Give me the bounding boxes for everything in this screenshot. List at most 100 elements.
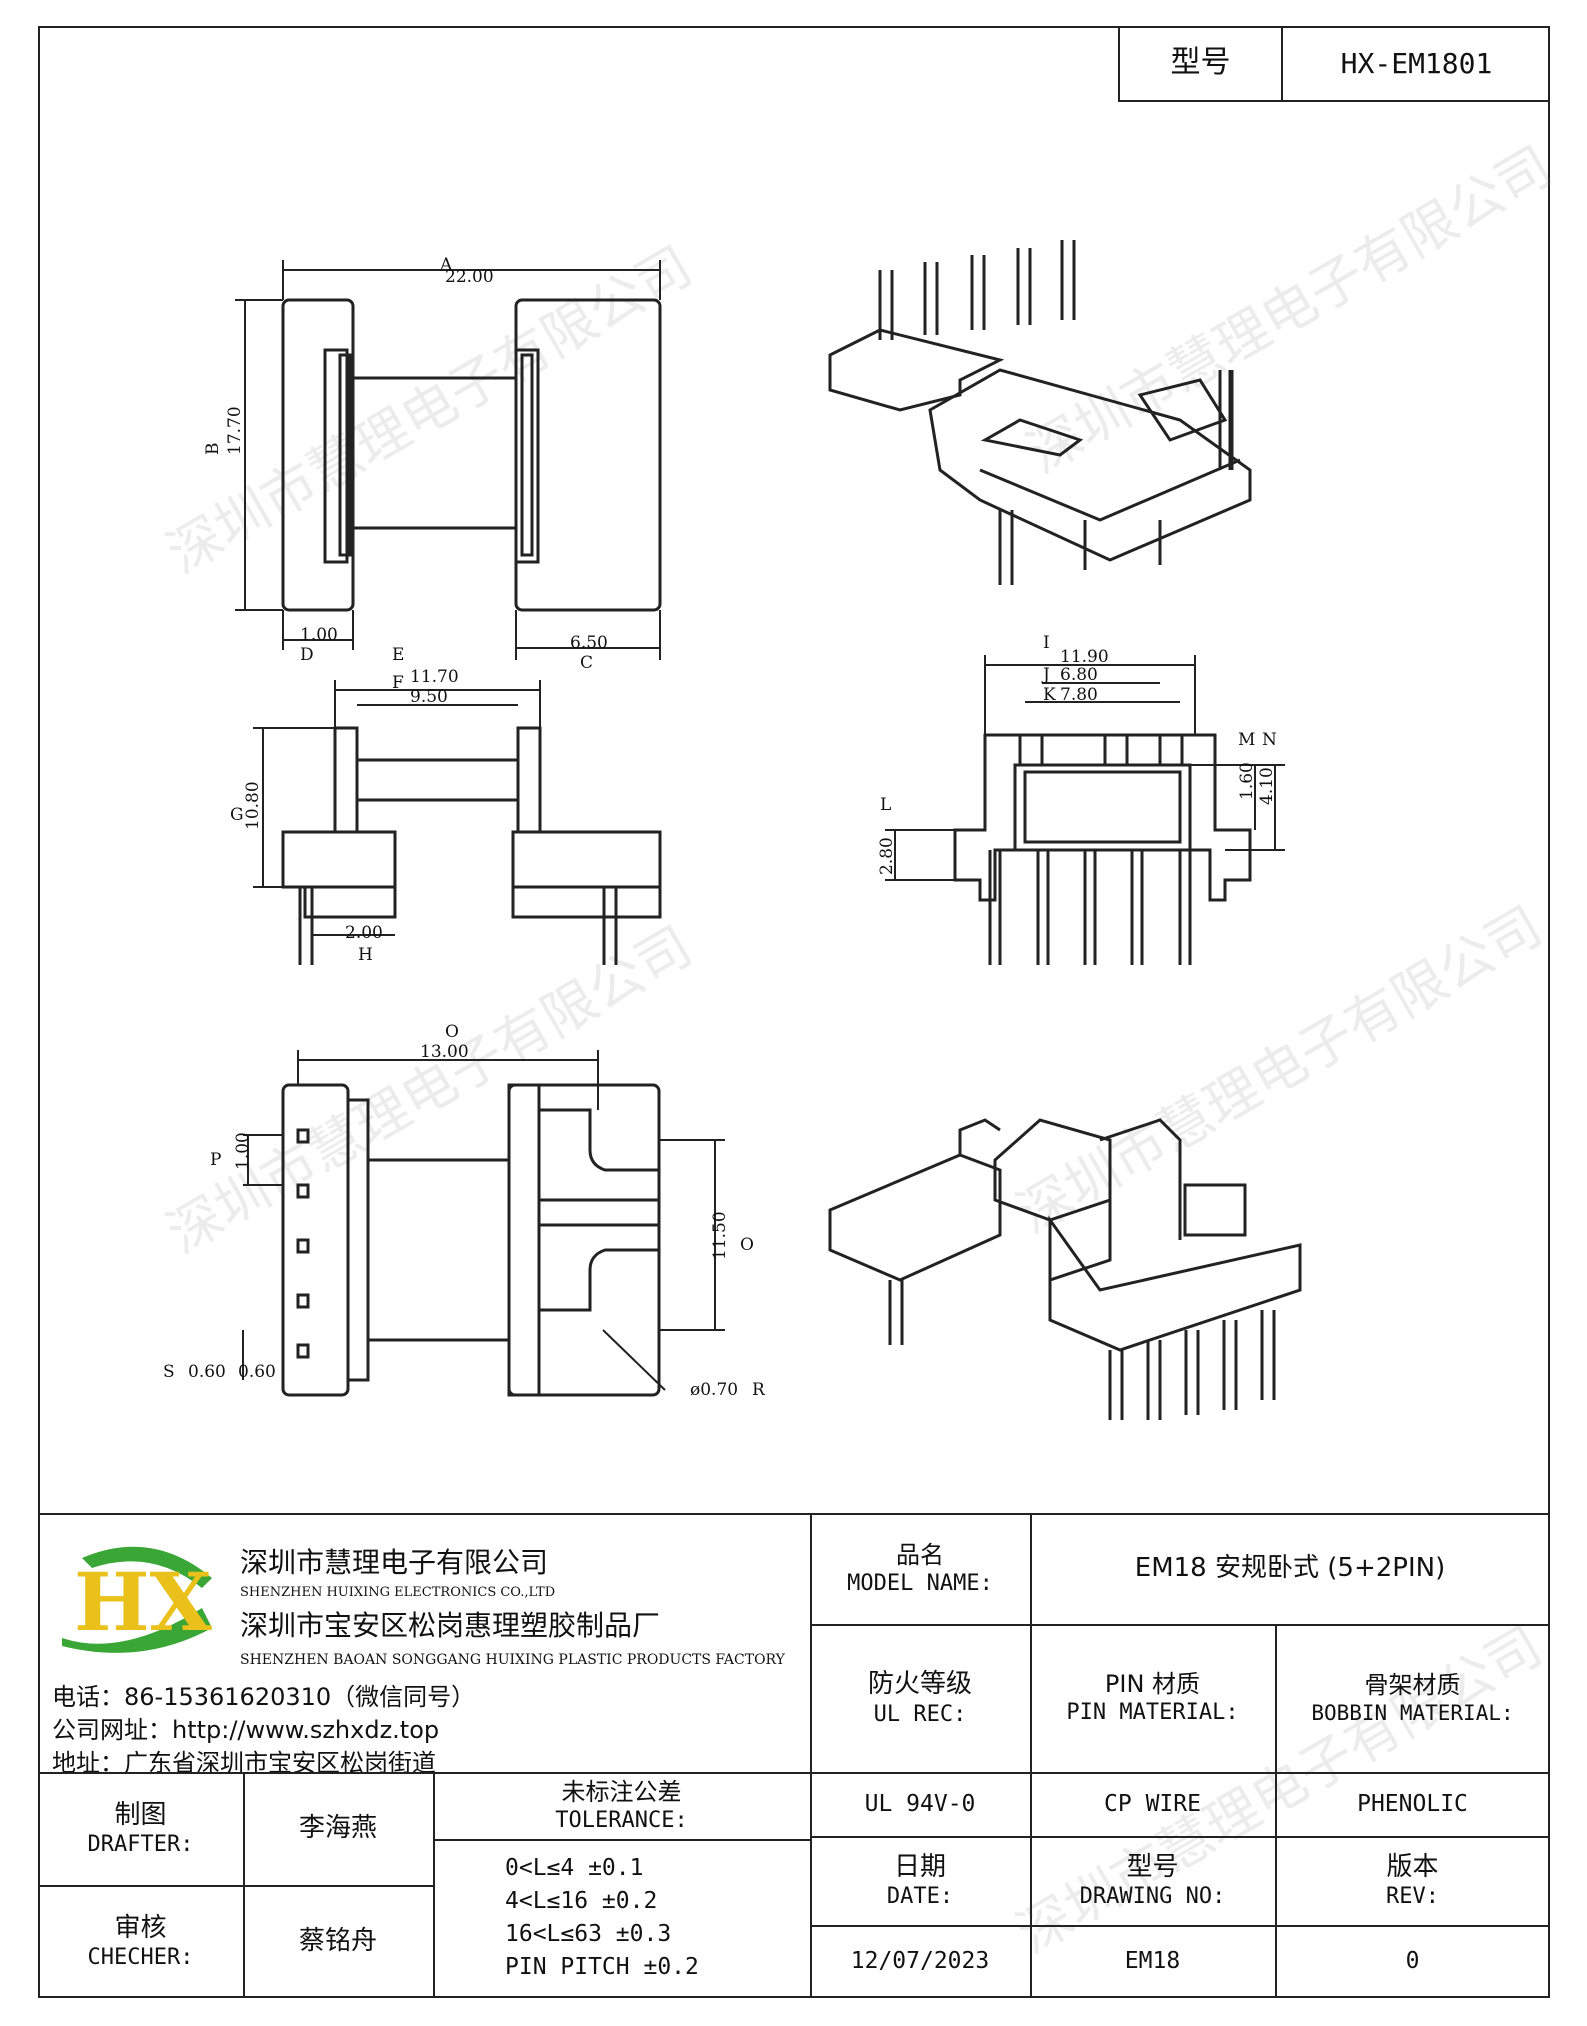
bottom-view bbox=[242, 1050, 725, 1397]
dim-a-label: A bbox=[439, 255, 453, 275]
dim-r-value: ø0.70 bbox=[690, 1380, 738, 1400]
iso-view-top bbox=[828, 240, 1252, 585]
dim-k-label: K bbox=[1043, 685, 1056, 705]
model-name-value-text: EM18 安规卧式 (5+2PIN) bbox=[1134, 1553, 1446, 1584]
bottom-view-pins bbox=[296, 1128, 310, 1359]
drawing-no-value: EM18 bbox=[1030, 1925, 1275, 1998]
tolerance-line: 4<L≤16 ±0.2 bbox=[505, 1888, 658, 1914]
drawing-no-value-text: EM18 bbox=[1124, 1948, 1181, 1975]
grid-line bbox=[810, 1624, 1550, 1626]
pin-material-value-text: CP WIRE bbox=[1104, 1790, 1201, 1817]
checker-cn: 审核 bbox=[114, 1912, 167, 1943]
dim-o-label: O bbox=[445, 1022, 459, 1042]
drafter-cn: 制图 bbox=[114, 1799, 167, 1830]
pin-material-cn: PIN 材质 bbox=[1104, 1670, 1201, 1699]
bobbin-material-header: 骨架材质 BOBBIN MATERIAL: bbox=[1275, 1624, 1550, 1772]
dim-c-label: C bbox=[580, 653, 593, 673]
dim-o-value: 13.00 bbox=[420, 1042, 469, 1062]
dim-j-value: 6.80 bbox=[1060, 665, 1098, 685]
drawing-no-en: DRAWING NO: bbox=[1079, 1884, 1226, 1909]
dim-i-label: I bbox=[1043, 633, 1050, 653]
rev-value: 0 bbox=[1275, 1925, 1550, 1998]
factory-name-en: SHENZHEN BAOAN SONGGANG HUIXING PLASTIC … bbox=[240, 1652, 785, 1668]
ul-value-text: UL 94V-0 bbox=[864, 1790, 976, 1817]
dim-d-value: 1.00 bbox=[300, 625, 338, 645]
tolerance-line: 0<L≤4 ±0.1 bbox=[505, 1855, 644, 1881]
tolerance-line: PIN PITCH ±0.2 bbox=[505, 1954, 699, 1980]
date-cn: 日期 bbox=[893, 1851, 946, 1882]
grid-line bbox=[1275, 1624, 1277, 1998]
dim-q-label: O bbox=[740, 1235, 754, 1255]
top-view bbox=[235, 260, 662, 660]
dim-a-value: 22.00 bbox=[445, 267, 494, 287]
rev-value-text: 0 bbox=[1405, 1948, 1420, 1975]
model-name-cn: 品名 bbox=[896, 1540, 944, 1569]
logo-letters: HX bbox=[74, 1555, 212, 1649]
pin-material-en: PIN MATERIAL: bbox=[1066, 1700, 1239, 1726]
dim-g-label: G bbox=[230, 805, 244, 825]
pin-material-value: CP WIRE bbox=[1030, 1772, 1275, 1836]
side-view bbox=[885, 655, 1285, 965]
ul-rec-cn: 防火等级 bbox=[867, 1669, 972, 1699]
bobbin-material-value-text: PHENOLIC bbox=[1357, 1790, 1468, 1817]
company-phone: 电话：86-15361620310（微信同号） bbox=[52, 1683, 476, 1711]
tolerance-line: 16<L≤63 ±0.3 bbox=[505, 1921, 672, 1947]
dim-h-value: 2.00 bbox=[345, 923, 383, 943]
drafter-name-text: 李海燕 bbox=[298, 1813, 377, 1844]
dim-p-value: 1.00 bbox=[233, 1132, 253, 1170]
dim-d-label: D bbox=[300, 645, 314, 665]
dim-j-label: J bbox=[1041, 665, 1050, 685]
company-website: 公司网址：http://www.szhxdz.top bbox=[52, 1716, 440, 1744]
dim-p-label: P bbox=[210, 1150, 221, 1170]
dim-k-value: 7.80 bbox=[1060, 685, 1098, 705]
bobbin-material-value: PHENOLIC bbox=[1275, 1772, 1550, 1836]
drawing-no-cn: 型号 bbox=[1126, 1851, 1179, 1882]
company-name-cn: 深圳市慧理电子有限公司 bbox=[240, 1546, 549, 1579]
model-label-cell: 型号 bbox=[1118, 26, 1281, 102]
bobbin-material-cn: 骨架材质 bbox=[1364, 1670, 1461, 1699]
technical-drawing: 22.00 A 17.70 B 1.00 D 6.50 C 11.70 E 9.… bbox=[163, 240, 1302, 1420]
dim-t-value: 0.60 bbox=[238, 1362, 276, 1382]
dim-r-label: R bbox=[752, 1380, 766, 1400]
drawing-no-header: 型号 DRAWING NO: bbox=[1030, 1836, 1275, 1925]
dim-l-label: L bbox=[880, 795, 891, 815]
drawing-frame bbox=[38, 26, 1550, 1998]
dim-i-value: 11.90 bbox=[1060, 647, 1109, 667]
model-name-value: EM18 安规卧式 (5+2PIN) bbox=[1030, 1513, 1550, 1624]
dim-n-label: N bbox=[1262, 730, 1277, 750]
dim-l-value: 2.80 bbox=[877, 837, 897, 875]
title-block-divider bbox=[810, 1513, 812, 1998]
front-view bbox=[253, 680, 662, 965]
rev-en: REV: bbox=[1386, 1884, 1439, 1909]
dim-c-value: 6.50 bbox=[570, 633, 608, 653]
checker-en: CHECHER: bbox=[87, 1945, 194, 1970]
rev-header: 版本 REV: bbox=[1275, 1836, 1550, 1925]
checker-name: 蔡铭舟 bbox=[243, 1885, 433, 1998]
grid-line bbox=[810, 1836, 1550, 1838]
dim-m-value: 1.60 bbox=[1237, 762, 1257, 800]
model-name-header: 品名 MODEL NAME: bbox=[810, 1513, 1030, 1624]
dim-b-label: B bbox=[203, 443, 223, 456]
tolerance-list: 0<L≤4 ±0.1 4<L≤16 ±0.2 16<L≤63 ±0.3 PIN … bbox=[505, 1852, 805, 1984]
factory-name-cn: 深圳市宝安区松岗惠理塑胶制品厂 bbox=[240, 1609, 661, 1642]
grid-line bbox=[38, 1885, 433, 1887]
rev-cn: 版本 bbox=[1386, 1851, 1439, 1882]
dim-f-label: F bbox=[392, 673, 404, 693]
date-en: DATE: bbox=[886, 1884, 954, 1909]
dim-n-value: 4.10 bbox=[1257, 767, 1277, 805]
grid-line bbox=[1030, 1513, 1032, 1998]
ul-rec-header: 防火等级 UL REC: bbox=[810, 1624, 1030, 1772]
dim-b-value: 17.70 bbox=[225, 406, 245, 455]
ul-rec-en: UL REC: bbox=[873, 1701, 967, 1727]
iso-view-bottom bbox=[828, 1118, 1302, 1420]
grid-line bbox=[810, 1925, 1550, 1927]
tolerance-en: TOLERANCE: bbox=[555, 1807, 688, 1833]
grid-line bbox=[38, 1772, 1550, 1774]
dim-q-value: 11.50 bbox=[710, 1211, 730, 1260]
ul-value: UL 94V-0 bbox=[810, 1772, 1030, 1836]
dim-f-value: 9.50 bbox=[410, 687, 448, 707]
checker-header: 审核 CHECHER: bbox=[38, 1885, 243, 1998]
checker-name-text: 蔡铭舟 bbox=[298, 1926, 377, 1957]
date-value-text: 12/07/2023 bbox=[850, 1948, 990, 1975]
model-value-cell: HX-EM1801 bbox=[1281, 26, 1550, 102]
